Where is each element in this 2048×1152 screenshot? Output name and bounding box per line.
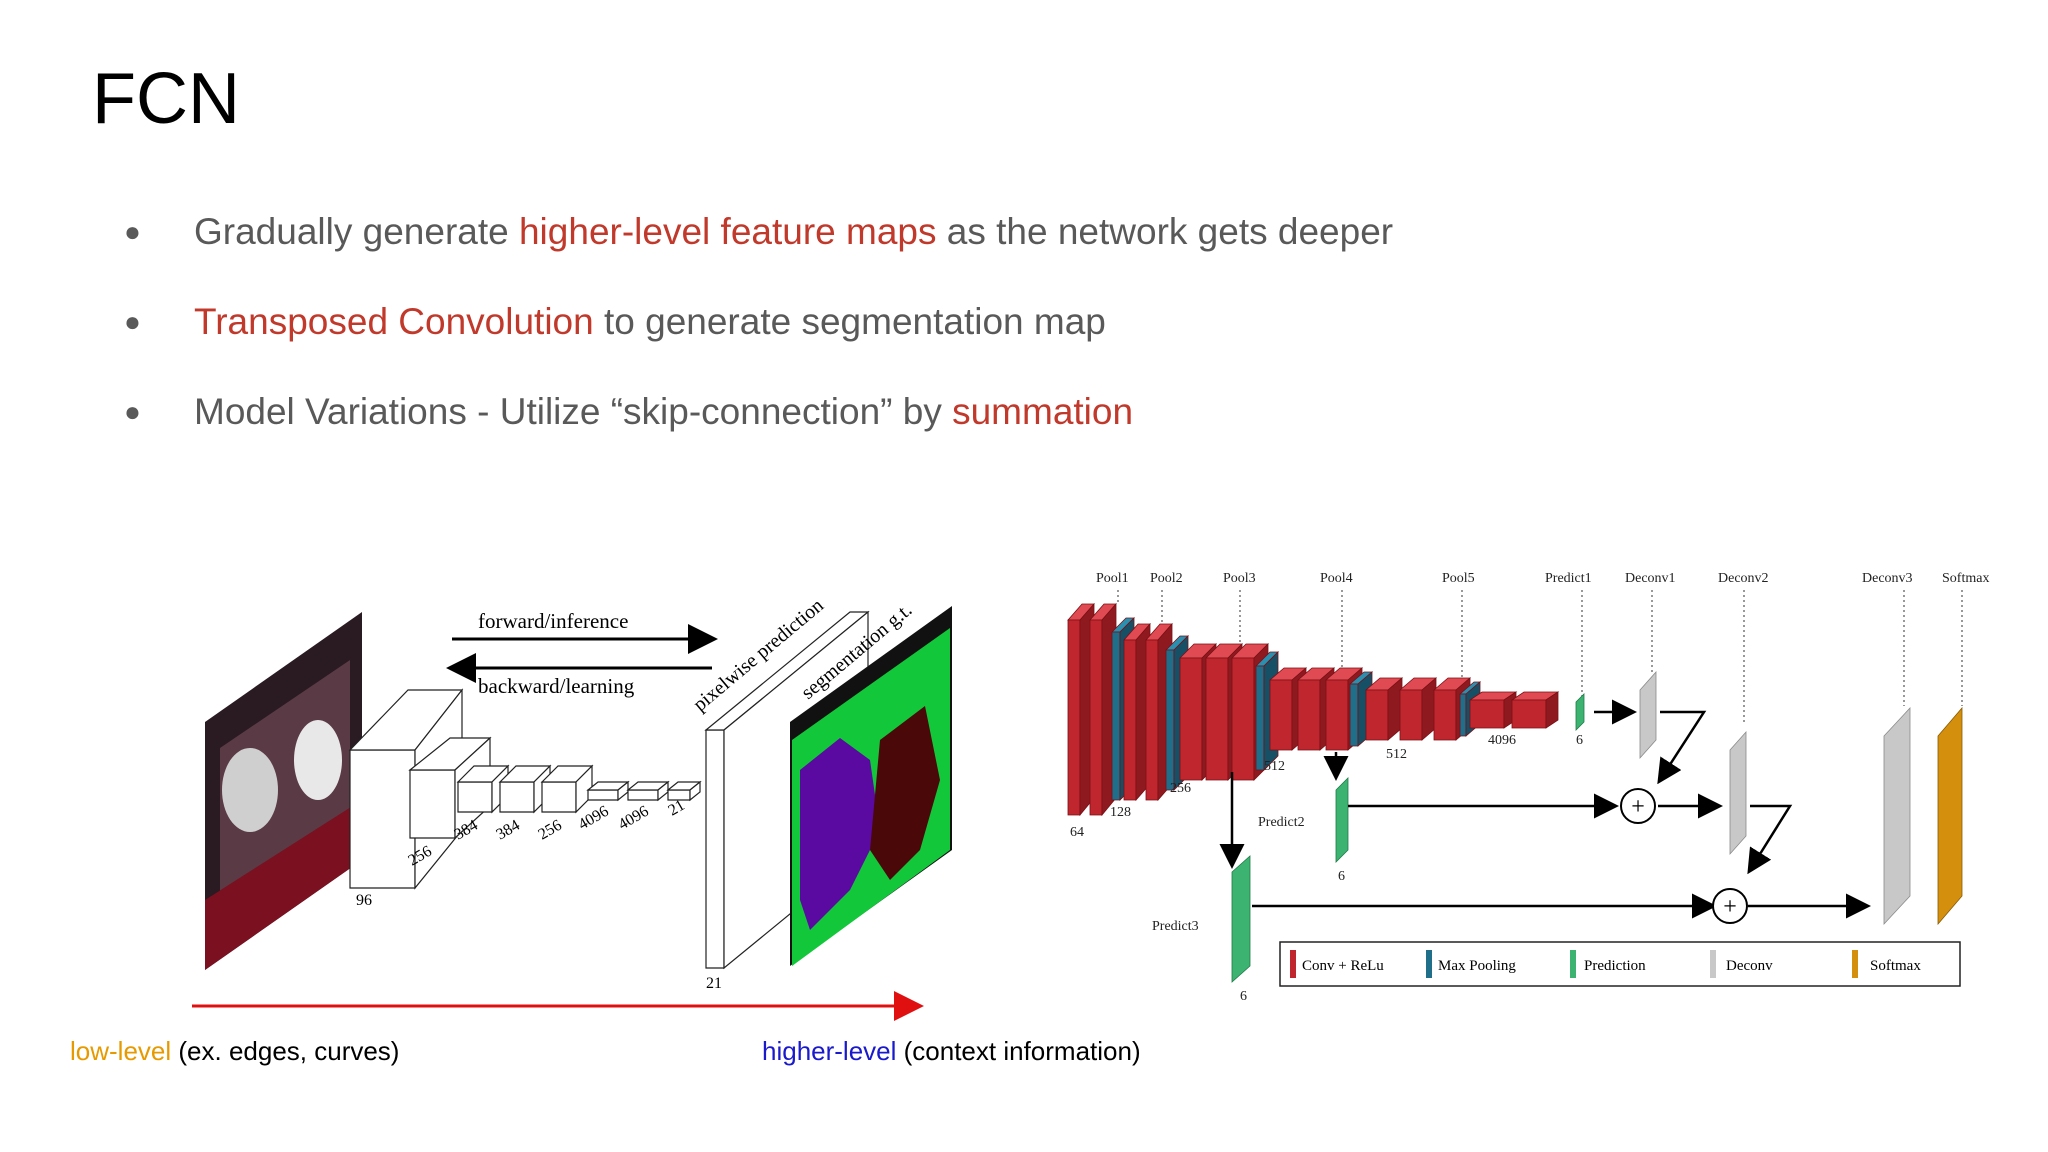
svg-text:Softmax: Softmax [1942, 571, 1989, 586]
svg-text:Predict1: Predict1 [1545, 571, 1592, 586]
svg-text:Pool4: Pool4 [1320, 571, 1353, 586]
forward-label: forward/inference [478, 609, 628, 633]
deconv-blocks [1639, 670, 1911, 926]
svg-text:6: 6 [1576, 733, 1583, 748]
svg-text:Max Pooling: Max Pooling [1438, 958, 1516, 974]
svg-text:512: 512 [1264, 759, 1285, 774]
svg-text:+: + [1631, 794, 1645, 820]
bullet-dot-icon: ● [124, 396, 141, 427]
backward-label: backward/learning [478, 674, 635, 698]
legend: Conv + ReLu Max Pooling Prediction Decon… [1279, 941, 1961, 987]
svg-text:6: 6 [1338, 869, 1345, 884]
svg-text:Conv + ReLu: Conv + ReLu [1302, 958, 1384, 974]
bullet-item: ●Model Variations - Utilize “skip-connec… [120, 380, 1393, 470]
bullet-dot-icon: ● [124, 306, 141, 337]
svg-text:Pool2: Pool2 [1150, 571, 1183, 586]
svg-text:Prediction: Prediction [1584, 958, 1646, 974]
svg-text:4096: 4096 [616, 803, 652, 834]
predict3-label: Predict3 [1152, 919, 1199, 934]
svg-text:64: 64 [1070, 825, 1084, 840]
stage-labels: Pool1 Pool2 Pool3 Pool4 Pool5 Predict1 D… [1096, 571, 1989, 586]
connection-arrows [1219, 699, 1871, 919]
svg-text:512: 512 [1386, 747, 1407, 762]
svg-text:256: 256 [536, 817, 565, 844]
page-title: FCN [92, 59, 240, 139]
input-image [205, 612, 362, 970]
svg-text:96: 96 [356, 892, 372, 909]
svg-text:21: 21 [666, 797, 688, 820]
svg-text:256: 256 [1170, 781, 1191, 796]
bullet-item: ●Gradually generate higher-level feature… [120, 200, 1393, 290]
prediction-blocks [1231, 693, 1585, 983]
svg-text:4096: 4096 [1488, 733, 1516, 748]
svg-text:Deconv3: Deconv3 [1862, 571, 1913, 586]
svg-text:Pool5: Pool5 [1442, 571, 1475, 586]
svg-text:Pool3: Pool3 [1223, 571, 1256, 586]
svg-text:Pool1: Pool1 [1096, 571, 1129, 586]
guide-lines [1117, 590, 1963, 724]
sum-nodes: + + [1620, 788, 1748, 924]
bullet-item: ●Transposed Convolution to generate segm… [120, 290, 1393, 380]
predict2-label: Predict2 [1258, 815, 1305, 830]
bullet-dot-icon: ● [124, 216, 141, 247]
svg-text:128: 128 [1110, 805, 1131, 820]
bullet-list: ●Gradually generate higher-level feature… [120, 200, 1393, 470]
right-dim-labels: 64 128 256 512 512 4096 6 6 6 Predict2 P… [1070, 733, 1583, 1004]
encoder-blocks [1067, 602, 1560, 817]
softmax-block [1937, 706, 1963, 926]
svg-text:+: + [1723, 894, 1737, 920]
svg-text:Deconv1: Deconv1 [1625, 571, 1676, 586]
svg-text:384: 384 [494, 817, 523, 844]
left-fcn-diagram: forward/inference backward/learning pixe… [192, 594, 952, 1021]
segmentation-gt-image [790, 606, 952, 966]
svg-text:Softmax: Softmax [1870, 958, 1921, 974]
svg-text:Deconv2: Deconv2 [1718, 571, 1769, 586]
svg-text:Deconv: Deconv [1726, 958, 1773, 974]
svg-text:21: 21 [706, 975, 722, 992]
low-level-caption: low-level (ex. edges, curves) [70, 1036, 400, 1066]
svg-text:6: 6 [1240, 989, 1247, 1004]
higher-level-caption: higher-level (context information) [762, 1036, 1141, 1066]
right-fcn-diagram: Pool1 Pool2 Pool3 Pool4 Pool5 Predict1 D… [1067, 571, 1989, 1004]
